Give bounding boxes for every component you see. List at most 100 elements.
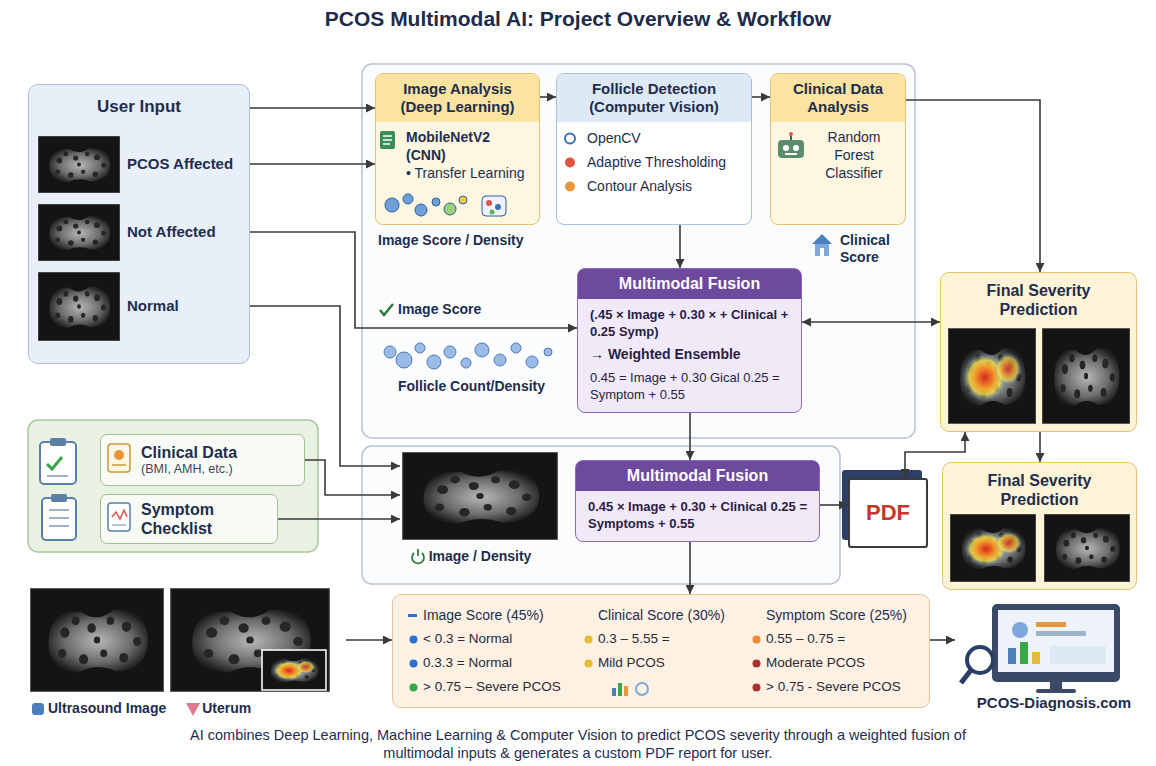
box-text: > 0.75 – Severe PCOS [407, 675, 582, 699]
box-text: < 0.3 = Normal [407, 627, 582, 651]
classifier-icon [778, 132, 804, 158]
connector-arrow [689, 542, 691, 594]
connector-arrow [1039, 432, 1041, 462]
label-holder: Image Score / Density [378, 232, 578, 249]
bullet-marker [565, 134, 575, 144]
classifier-icon [785, 153, 797, 155]
data-icon [114, 450, 124, 460]
connector-arrow [540, 96, 556, 98]
box-text: → Weighted Ensemble [578, 343, 801, 366]
connector-arrow [243, 163, 375, 165]
symptom-icon [108, 503, 130, 531]
process-box: Image Analysis (Deep Learning)MobileNetV… [375, 73, 540, 225]
data-icon [108, 444, 130, 472]
analysis-panel [362, 64, 915, 438]
bullet-marker [565, 158, 575, 168]
band-marker [410, 636, 418, 644]
annotation-label: Follicle Count/Density [398, 378, 573, 395]
band-marker [585, 636, 593, 644]
network-icon [380, 131, 395, 149]
classifier-icon [778, 140, 804, 158]
feature-bubbles [490, 210, 495, 215]
box-heading: Image Analysis (Deep Learning) [376, 74, 539, 122]
monitor-icon [961, 670, 971, 683]
classifier-icon [793, 145, 799, 151]
box-heading: Final Severity Prediction [941, 273, 1136, 319]
monitor-icon [1020, 642, 1028, 664]
feature-bubbles [482, 196, 506, 216]
density-bubbles [427, 355, 441, 369]
label-holder: Follicle Count/Density [398, 378, 573, 395]
ultrasound-image [262, 650, 326, 690]
network-icon [383, 143, 390, 145]
band-marker [753, 660, 761, 668]
density-bubbles [384, 343, 552, 369]
density-bubbles [384, 346, 396, 358]
monitor-icon [1036, 622, 1066, 627]
box-text: PCOS-Diagnosis.com [955, 694, 1135, 712]
process-box: Clinical Data AnalysisRandom Forest Clas… [770, 73, 906, 225]
feature-bubbles [415, 204, 427, 216]
connector-arrow [930, 639, 955, 641]
monitor-icon [1050, 646, 1106, 664]
box-text: Image Score (45%) [407, 603, 582, 627]
box-text: 0.55 – 0.75 = [750, 627, 915, 651]
probe-icon [186, 703, 200, 716]
network-icon [383, 139, 392, 141]
chart-icon [612, 688, 616, 696]
checklist-icon [49, 517, 69, 519]
box-text: Symptom Checklist [141, 500, 269, 538]
ultrasound-thumbnail [38, 204, 120, 261]
diagram-caption: AI combines Deep Learning, Machine Learn… [168, 726, 988, 762]
checklist-icon [42, 494, 76, 540]
feature-bubbles [486, 200, 492, 206]
clipboard-icon [40, 438, 76, 484]
clipboard-icon [40, 442, 76, 484]
checklist-icon [49, 509, 69, 511]
box-text: PDF [866, 500, 910, 526]
score-icon [815, 244, 829, 256]
feature-bubbles [459, 196, 467, 204]
network-icon [380, 131, 395, 149]
feature-bubbles [385, 198, 399, 212]
monitor-icon [967, 647, 993, 673]
caption-holder: AI combines Deep Learning, Machine Learn… [168, 726, 988, 762]
box-text: Not Affected [127, 223, 216, 241]
connector-arrow [689, 413, 691, 460]
chart-icon [636, 683, 648, 695]
band-marker [753, 636, 761, 644]
feature-bubbles [385, 194, 506, 216]
box-text: Clinical Score (30%) [582, 603, 750, 627]
network-icon [383, 135, 392, 137]
monitor-icon [961, 604, 1120, 693]
monitor-icon [1050, 682, 1062, 689]
band-marker [753, 684, 761, 692]
density-bubbles [475, 343, 489, 357]
diagram-title: PCOS Multimodal AI: Project Overview & W… [0, 6, 1156, 32]
connector-arrow [802, 321, 940, 323]
score-icon [812, 234, 832, 256]
connector-arrow [305, 460, 400, 495]
box-text: • Transfer Learning [376, 164, 539, 182]
monitor-icon [1012, 622, 1028, 638]
monitor-icon [998, 610, 1114, 672]
power-icon [417, 549, 419, 556]
box-text: Random Forest Classifier [771, 128, 905, 182]
classifier-icon [789, 132, 793, 136]
box-text: 0.45 = Image + 0.30 Gical 0.25 = Symptom… [578, 366, 801, 412]
density-bubbles [444, 346, 456, 358]
score-icon [820, 248, 824, 256]
connectors [243, 97, 1040, 640]
clipboard-icon [47, 457, 62, 469]
connector-arrow [679, 225, 681, 268]
box-text: Clinical Data [141, 443, 296, 462]
probe-icon [32, 703, 44, 715]
symptom-icon [112, 510, 127, 519]
probe-icon [32, 703, 200, 716]
box-text: Contour Analysis [557, 174, 751, 198]
fusion-panel [362, 446, 840, 584]
pdf-document: PDF [848, 478, 928, 548]
box-text: OpenCV [557, 126, 751, 150]
ultrasound-image [30, 588, 330, 692]
